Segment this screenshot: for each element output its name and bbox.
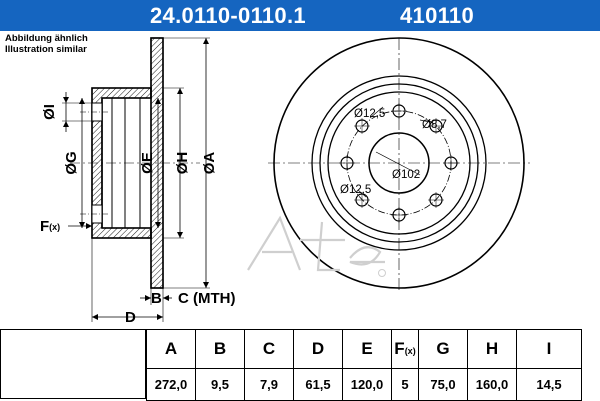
- center-bore: [368, 132, 430, 194]
- hole-crosses: [339, 103, 459, 223]
- note-line-1: Abbildung ähnlich: [5, 33, 88, 44]
- part-number: 24.0110-0110.1: [150, 3, 306, 28]
- value-f: 5: [391, 368, 419, 401]
- friction-ring-inner: [311, 75, 487, 251]
- value-e: 120,0: [342, 368, 392, 401]
- dim-label-f: F(x): [40, 218, 60, 235]
- note-line-2: Illustration similar: [5, 44, 87, 55]
- header-c: C: [244, 329, 294, 369]
- dim-label-e: ØE: [139, 152, 156, 174]
- header-d: D: [293, 329, 343, 369]
- dim-label-i: ØI: [41, 104, 58, 120]
- label-hole-small: Ø8,7: [422, 119, 447, 131]
- thumbnail-frame: [0, 329, 146, 399]
- cross-section: [62, 37, 210, 322]
- value-b: 9,5: [195, 368, 245, 401]
- value-h: 160,0: [467, 368, 517, 401]
- dim-label-a: ØA: [201, 152, 218, 175]
- header-b: B: [195, 329, 245, 369]
- disc-outer-edge: [273, 37, 525, 289]
- dim-label-c: C (MTH): [178, 290, 235, 307]
- header-h: H: [467, 329, 517, 369]
- reference-number: 410110: [400, 3, 474, 28]
- header-i: I: [516, 329, 582, 369]
- value-c: 7,9: [244, 368, 294, 401]
- value-g: 75,0: [418, 368, 468, 401]
- specs-table: A B C D E F(x) G H I 272,0 9,5 7,9 61,5 …: [146, 329, 582, 401]
- header-e: E: [342, 329, 392, 369]
- front-view: [268, 37, 530, 290]
- hat-outer: [319, 83, 479, 243]
- header-g: G: [418, 329, 468, 369]
- label-pcd: Ø102: [392, 169, 420, 181]
- header-a: A: [146, 329, 196, 369]
- dim-label-b: B: [151, 290, 162, 307]
- dimension-arrows: [63, 38, 209, 320]
- value-a: 272,0: [146, 368, 196, 401]
- hat-inner: [327, 91, 471, 235]
- header-f: F(x): [391, 329, 419, 369]
- value-d: 61,5: [293, 368, 343, 401]
- brand-logo: [247, 215, 386, 277]
- specs-header-row: A B C D E F(x) G H I: [146, 329, 582, 369]
- title-bar: 24.0110-0110.1 410110: [0, 0, 600, 31]
- label-hole-large-1: Ø12,5: [354, 108, 385, 120]
- technical-drawing: ØI ØG ØE ØH ØA F(x) B C (MTH) D: [40, 37, 530, 326]
- value-i: 14,5: [516, 368, 582, 401]
- dim-label-h: ØH: [174, 152, 191, 175]
- dim-label-g: ØG: [63, 151, 80, 174]
- label-hole-large-2: Ø12,5: [340, 184, 371, 196]
- specs-value-row: 272,0 9,5 7,9 61,5 120,0 5 75,0 160,0 14…: [146, 368, 582, 401]
- dim-label-d: D: [125, 309, 136, 326]
